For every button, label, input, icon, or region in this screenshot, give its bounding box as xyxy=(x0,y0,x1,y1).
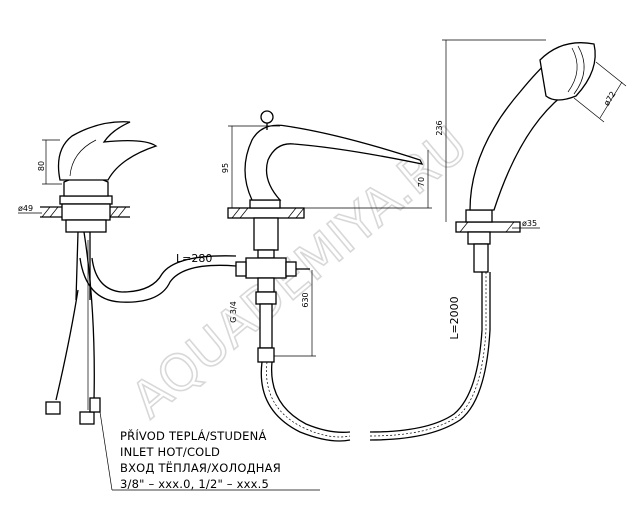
note-line-1: PŘÍVOD TEPLÁ/STUDENÁ xyxy=(120,428,267,443)
note-line-2: INLET HOT/COLD xyxy=(120,445,220,459)
hose-length-label: L=280 xyxy=(176,252,212,265)
watermark-text: AQUADEMIYA.RU xyxy=(120,116,478,430)
shower-base-dia-label: ø35 xyxy=(522,219,537,228)
spout-assembly xyxy=(227,110,424,363)
valve-depth-label: 630 xyxy=(301,292,310,307)
spout-height-dimension: 95 xyxy=(221,125,280,208)
mixer-lever-assembly xyxy=(40,121,158,425)
spout-outlet-label: 70 xyxy=(417,177,426,187)
spout-outlet-dimension: 70 xyxy=(304,150,432,209)
valve-depth-dimension: 630 xyxy=(274,270,316,357)
mixer-height-dimension: 80 xyxy=(37,139,62,185)
mixer-height-label: 80 xyxy=(37,161,46,171)
inlet-note: PŘÍVOD TEPLÁ/STUDENÁ INLET HOT/COLD ВХОД… xyxy=(99,411,320,491)
hand-shower-assembly xyxy=(455,42,596,273)
shower-height-dimension: 236 xyxy=(435,39,546,222)
note-line-3: ВХОД ТЁПЛАЯ/ХОЛОДНАЯ xyxy=(120,460,281,475)
shower-hose-length-label: L=2000 xyxy=(448,296,461,339)
connecting-hose xyxy=(79,255,237,303)
thread-label: G 3/4 xyxy=(229,301,238,323)
spout-height-label: 95 xyxy=(221,163,230,173)
shower-height-label: 236 xyxy=(435,120,444,135)
mixer-base-dia-label: ø49 xyxy=(18,204,33,213)
shower-hose xyxy=(260,272,491,442)
note-line-4: 3/8" – xxx.0, 1/2" – xxx.5 xyxy=(120,477,269,491)
